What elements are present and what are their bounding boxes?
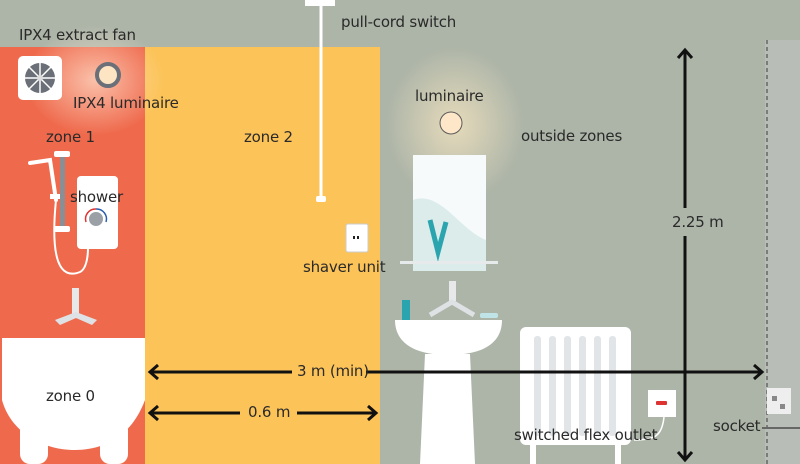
pull-cord-label: pull-cord switch — [341, 13, 457, 31]
pull-cord-icon — [305, 0, 335, 202]
width-0-6m-arrow — [147, 404, 379, 422]
shaver-unit-icon — [345, 223, 369, 253]
socket-label: socket — [713, 417, 761, 435]
shaver-unit-label: shaver unit — [303, 258, 386, 276]
width-3m-label: 3 m (min) — [297, 362, 369, 380]
zone-0-label: zone 0 — [46, 387, 95, 405]
bath-icon — [2, 288, 145, 464]
radiator-icon — [520, 327, 631, 464]
mirror-icon — [400, 155, 498, 271]
zone-2-label: zone 2 — [244, 128, 293, 146]
sink-icon — [395, 281, 502, 464]
shower-label: shower — [70, 188, 123, 206]
luminaire-label: luminaire — [415, 87, 484, 105]
extract-fan-label: IPX4 extract fan — [19, 26, 136, 44]
socket-icon — [762, 388, 800, 429]
ipx4-luminaire-icon — [95, 62, 121, 88]
height-2-25m-label: 2.25 m — [672, 213, 724, 231]
width-3m-arrow — [147, 363, 765, 381]
shower-icon — [28, 151, 118, 275]
outside-zones-label: outside zones — [521, 127, 623, 145]
luminaire-icon — [439, 111, 463, 135]
zone-2-area — [145, 47, 380, 464]
width-0-6m-label: 0.6 m — [248, 403, 291, 421]
zone-1-label: zone 1 — [46, 128, 95, 146]
switched-flex-outlet-label: switched flex outlet — [514, 426, 658, 444]
switched-flex-outlet-icon — [633, 390, 676, 441]
ipx4-luminaire-label: IPX4 luminaire — [73, 94, 179, 112]
extract-fan-icon — [18, 56, 62, 100]
height-2-25m-arrow — [676, 47, 694, 463]
